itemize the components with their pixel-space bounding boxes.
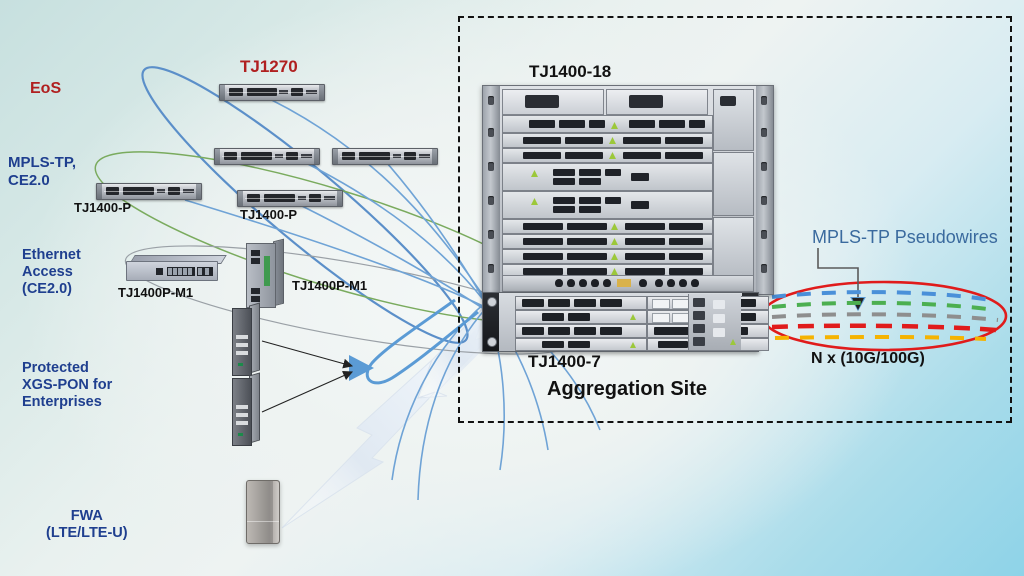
tj1400p-unit-1: [214, 148, 320, 165]
tj1400p-unit-3: [96, 183, 202, 200]
label-mpls-tp-ce20: MPLS-TP, CE2.0: [8, 154, 77, 189]
label-tj1400pm1-right: TJ1400P-M1: [292, 278, 368, 293]
label-aggregation-site: Aggregation Site: [547, 378, 708, 400]
eos-blue-ellipse: [141, 66, 469, 344]
label-tj1400p-left: TJ1400-P: [74, 200, 132, 215]
label-mpls-tp-pseudowires: MPLS-TP Pseudowires: [812, 227, 998, 247]
tj1400p-unit-2: [332, 148, 438, 165]
xgspon-blue-arrow: [349, 298, 479, 385]
label-protected-xgs-pon: Protected XGS-PON for Enterprises: [22, 360, 113, 411]
label-ethernet-access: Ethernet Access (CE2.0): [22, 247, 81, 298]
pseudowire-row-red: [771, 323, 997, 333]
tj1270-unit: [219, 84, 325, 101]
label-tj1400pm1-left: TJ1400P-M1: [118, 285, 194, 300]
label-tj1400p-right: TJ1400-P: [240, 207, 298, 222]
xgspon-black-links: [261, 340, 354, 413]
label-tj1400-7: TJ1400-7: [528, 352, 601, 371]
label-capacity: N x (10G/100G): [811, 350, 925, 367]
xgs-pon-unit-1: [232, 302, 260, 376]
xgs-pon-unit-2: [232, 372, 260, 446]
tj1400pm1-industrial: [246, 238, 284, 308]
aggregation-site-boundary: [458, 16, 1012, 423]
label-tj1270: TJ1270: [240, 57, 298, 76]
pseudowire-row-gray: [771, 312, 999, 322]
label-fwa: FWA (LTE/LTE-U): [46, 508, 128, 542]
pseudowire-row-yellow: [774, 335, 987, 341]
tj1400-18-chassis: [482, 85, 774, 295]
tj1400p-unit-4: [237, 190, 343, 207]
label-tj1400-18: TJ1400-18: [529, 62, 612, 81]
label-eos: EoS: [30, 80, 62, 97]
pseudowire-row-blue: [771, 290, 991, 302]
fwa-cpe: [246, 480, 280, 544]
tj1400pm1-switch: [126, 255, 227, 281]
pseudowire-row-green: [771, 300, 996, 312]
tj1400-7-shelf: [482, 292, 769, 352]
